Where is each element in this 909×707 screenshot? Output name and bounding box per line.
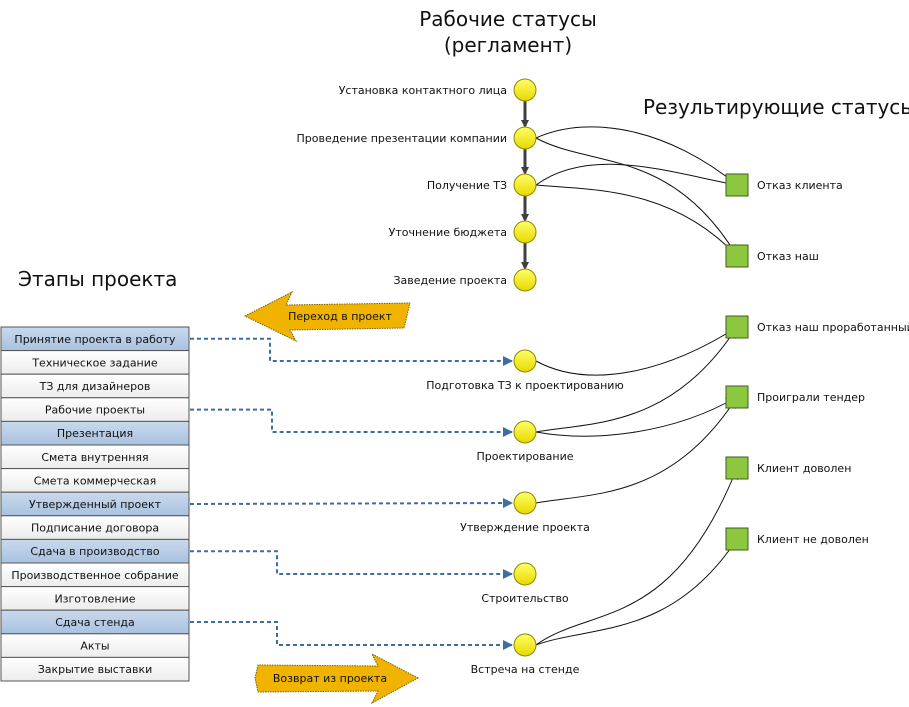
status-node[interactable]	[513, 173, 537, 197]
result-label: Клиент доволен	[757, 462, 851, 475]
stage-label: Сдача стенда	[55, 616, 135, 629]
status-label: Строительство	[481, 592, 569, 605]
status-node[interactable]	[513, 268, 537, 292]
status-label: Утверждение проекта	[460, 521, 590, 534]
stage-label: Техническое задание	[31, 356, 158, 369]
status-label: Встреча на стенде	[471, 663, 580, 676]
status-node[interactable]	[513, 633, 537, 657]
stage-link	[190, 550, 513, 579]
result-node[interactable]	[725, 244, 749, 268]
result-link	[535, 163, 738, 188]
status-node[interactable]	[513, 562, 537, 586]
result-node[interactable]	[725, 456, 749, 480]
result-label: Отказ клиента	[757, 179, 843, 192]
result-label: Клиент не доволен	[757, 533, 869, 546]
stage-link	[190, 337, 513, 366]
stage-row[interactable]	[0, 656, 190, 682]
stage-label: Акты	[80, 640, 109, 653]
status-node[interactable]	[513, 349, 537, 373]
stage-label: Смета внутренняя	[41, 451, 148, 464]
result-statuses-title: Результирующие статусы	[643, 95, 909, 119]
result-node[interactable]	[725, 385, 749, 409]
status-label: Уточнение бюджета	[389, 226, 507, 239]
stage-link	[190, 621, 513, 650]
stage-label: Закрытие выставки	[38, 663, 153, 676]
status-node[interactable]	[513, 126, 537, 150]
stage-label: Производственное собрание	[11, 569, 179, 582]
result-node[interactable]	[725, 173, 749, 197]
status-label: Подготовка ТЗ к проектированию	[426, 379, 623, 392]
project-stages-title: Этапы проекта	[18, 267, 177, 291]
status-node[interactable]	[513, 420, 537, 444]
result-node[interactable]	[725, 527, 749, 551]
result-label: Отказ наш проработанный	[757, 321, 909, 334]
exit-project-label: Возврат из проекта	[273, 672, 387, 685]
stage-label: Подписание договора	[31, 522, 159, 535]
status-label: Проведение презентации компании	[297, 132, 508, 145]
stage-label: Изготовление	[54, 592, 135, 605]
result-node[interactable]	[725, 315, 749, 339]
stage-link	[189, 498, 513, 509]
result-link	[535, 538, 738, 646]
status-node[interactable]	[513, 78, 537, 102]
result-link	[535, 467, 738, 646]
stage-label: Принятие проекта в работу	[14, 333, 176, 346]
stage-label: Рабочие проекты	[45, 404, 145, 417]
result-link	[535, 184, 738, 257]
status-label: Установка контактного лица	[339, 84, 507, 97]
stage-label: Сдача в производство	[30, 545, 159, 558]
result-label: Проиграли тендер	[757, 391, 865, 404]
result-link	[535, 396, 738, 504]
work-statuses-subtitle: (регламент)	[444, 33, 572, 57]
status-node[interactable]	[513, 491, 537, 515]
status-node[interactable]	[513, 220, 537, 244]
result-link	[535, 396, 738, 437]
status-label: Заведение проекта	[394, 274, 508, 287]
result-label: Отказ наш	[757, 250, 819, 263]
enter-project-label: Переход в проект	[288, 310, 392, 323]
work-statuses-title: Рабочие статусы	[419, 7, 597, 31]
stage-label: Утвержденный проект	[29, 498, 162, 511]
stage-label: Смета коммерческая	[34, 474, 156, 487]
stage-label: ТЗ для дизайнеров	[39, 380, 151, 393]
exit-project-callout	[254, 652, 420, 705]
stage-link	[190, 408, 513, 437]
status-label: Проектирование	[477, 450, 574, 463]
enter-project-callout	[243, 290, 411, 343]
status-label: Получение ТЗ	[427, 179, 507, 192]
result-link	[535, 326, 738, 376]
stage-label: Презентация	[57, 427, 133, 440]
result-link	[535, 137, 738, 257]
result-link	[535, 126, 738, 186]
result-link	[535, 326, 738, 433]
